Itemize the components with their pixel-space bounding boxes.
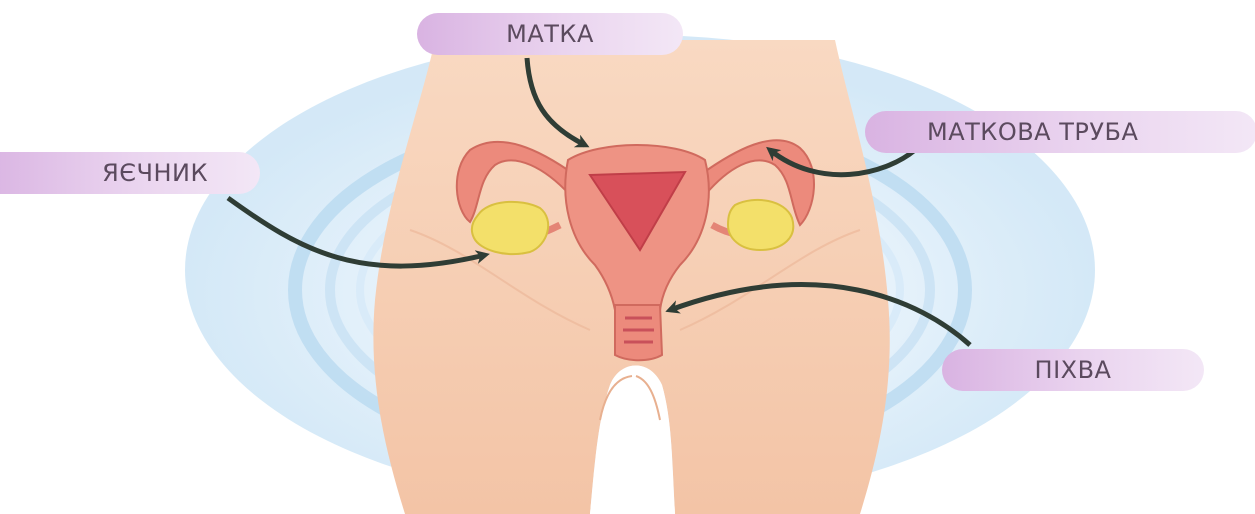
label-fallopian-tube: МАТКОВА ТРУБА xyxy=(865,111,1255,153)
label-vagina: ПІХВА xyxy=(942,349,1204,391)
label-ovary: ЯЄЧНИК xyxy=(0,152,260,194)
label-uterus: МАТКА xyxy=(417,13,683,55)
